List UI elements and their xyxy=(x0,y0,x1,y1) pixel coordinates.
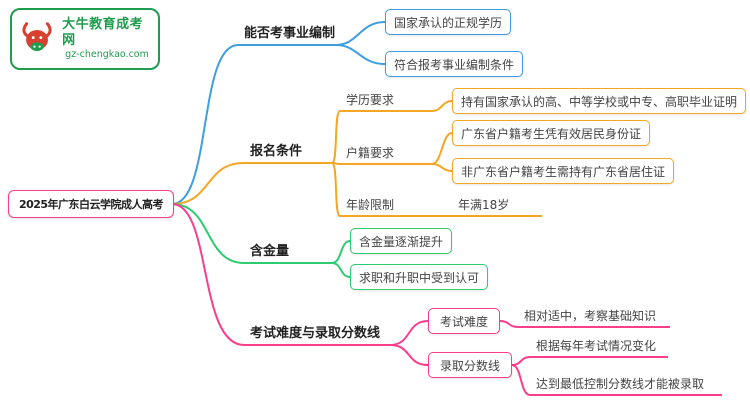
connector-b2-s2 xyxy=(331,162,341,165)
sub-admission-cutoff: 录取分数线 xyxy=(428,352,512,378)
branch-employment-eligibility: 能否考事业编制 xyxy=(238,26,336,46)
leaf-guangdong-id: 广东省户籍考生凭有效居民身份证 xyxy=(452,120,651,146)
brand-name: 大牛教育成考网 xyxy=(62,16,144,49)
leaf-moderate-difficulty: 相对适中，考察基础知识 xyxy=(518,308,670,328)
connector-root-b1 xyxy=(171,44,239,205)
branch-value: 含金量 xyxy=(244,244,332,264)
connector-b4-c2 xyxy=(389,344,429,366)
leaf-value-rising: 含金量逐渐提升 xyxy=(350,228,453,254)
brand-domain: gz-chengkao.com xyxy=(65,49,149,61)
leaf-age-18: 年满18岁 xyxy=(452,197,542,217)
leaf-nonlocal-residence-permit: 非广东省户籍考生需持有广东省居住证 xyxy=(452,158,675,184)
leaf-education-proof: 持有国家承认的高、中等学校或中专、高职毕业证明 xyxy=(452,88,747,114)
connector-c1-leaf xyxy=(499,320,519,328)
connector-s2-leaf1 xyxy=(431,132,453,165)
bull-icon xyxy=(22,22,52,51)
leaf-meet-establishment-conditions: 符合报考事业编制条件 xyxy=(385,51,524,77)
connector-s2-leaf2 xyxy=(431,163,453,172)
brand-logo: 大牛教育成考网 gz-chengkao.com xyxy=(10,8,160,70)
connector-c2-leaf2 xyxy=(511,364,531,396)
leaf-cutoff-varies-yearly: 根据每年考试情况变化 xyxy=(530,338,668,358)
leaf-minimum-cutoff-required: 达到最低控制分数线才能被录取 xyxy=(530,376,722,396)
sub-exam-difficulty: 考试难度 xyxy=(428,308,500,334)
connector-b3-c1 xyxy=(331,240,351,264)
connector-root-b3 xyxy=(171,203,245,264)
brand-text: 大牛教育成考网 gz-chengkao.com xyxy=(62,17,152,61)
connector-b3-c2 xyxy=(331,262,351,278)
sub-age-limit: 年龄限制 xyxy=(340,197,432,217)
connector-c2-leaf1 xyxy=(511,356,531,366)
leaf-recognized-in-career: 求职和升职中受到认可 xyxy=(350,264,489,290)
connector-b4-c1 xyxy=(389,320,429,346)
branch-registration-conditions: 报名条件 xyxy=(244,144,332,164)
sub-education-requirement: 学历要求 xyxy=(340,92,432,112)
branch-difficulty-and-cutoff: 考试难度与录取分数线 xyxy=(244,326,390,346)
connector-s1-leaf xyxy=(431,100,453,112)
connector-b2-s1 xyxy=(331,110,341,164)
mindmap-root-node: 2025年广东白云学院成人高考 xyxy=(8,190,174,218)
connector-root-b4 xyxy=(171,203,245,346)
connector-b1-c2 xyxy=(335,44,386,65)
leaf-recognized-diploma: 国家承认的正规学历 xyxy=(385,9,512,35)
connector-b1-c1 xyxy=(335,21,386,46)
connector-b2-s3 xyxy=(331,162,341,217)
sub-household-requirement: 户籍要求 xyxy=(340,145,432,165)
connector-root-b2 xyxy=(171,162,245,205)
